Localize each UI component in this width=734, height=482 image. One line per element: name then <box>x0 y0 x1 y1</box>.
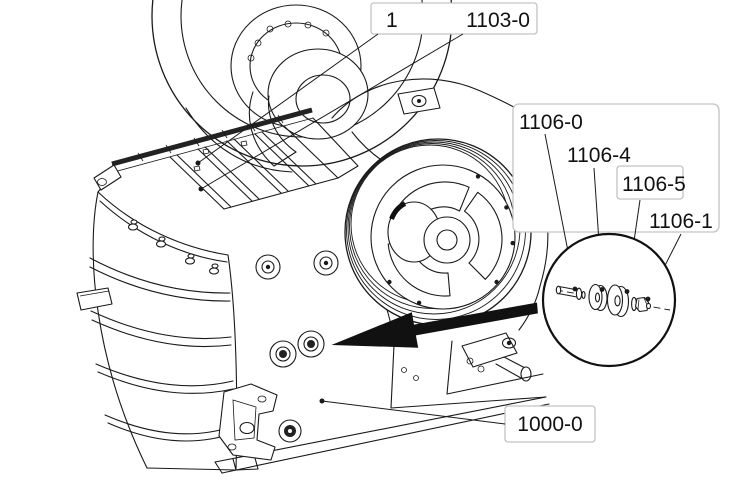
front-grille-panel <box>76 191 238 471</box>
callout-part-1106-5: 1106-5 <box>622 173 686 196</box>
callout-part-1103-0: 1103-0 <box>466 9 530 32</box>
vbelt-pulley <box>344 138 532 326</box>
ref-dot-1106-0 <box>572 286 578 292</box>
callout-part-1000-0: 1000-0 <box>517 413 582 436</box>
hex-nut <box>631 296 652 313</box>
leader-item-1 <box>197 33 379 164</box>
side-plate-and-base <box>214 250 550 474</box>
ref-dot-1103-0 <box>198 186 204 192</box>
direction-arrow-icon <box>331 302 538 348</box>
leader-part-1000-0 <box>321 400 506 425</box>
leader-part-1103-0 <box>200 33 464 190</box>
feed-hopper <box>93 107 359 210</box>
callout-box-top <box>370 2 538 35</box>
panel-bolts <box>127 219 220 275</box>
callout-part-1106-1: 1106-1 <box>649 210 713 233</box>
detail-view-circle <box>541 232 677 368</box>
ref-dot-1106-1 <box>645 296 651 302</box>
crusher-machine-drawing <box>76 0 561 474</box>
ref-dot-item-1 <box>195 160 201 166</box>
callout-part-1106-4: 1106-4 <box>567 144 631 167</box>
shaft-pin <box>555 285 586 300</box>
outer-washer <box>606 284 630 318</box>
ref-dot-1106-4 <box>599 287 605 292</box>
callout-part-1106-0: 1106-0 <box>519 111 583 134</box>
callout-panel-1106 <box>512 103 720 233</box>
callout-box-1106-5 <box>616 165 684 200</box>
inner-washer <box>588 283 608 312</box>
toggle-mechanism <box>401 332 544 395</box>
foot-bracket <box>218 383 278 461</box>
callout-item-1: 1 <box>386 9 398 32</box>
ref-dot-1000-0 <box>319 398 325 404</box>
ref-dot-1106-5 <box>624 289 630 294</box>
